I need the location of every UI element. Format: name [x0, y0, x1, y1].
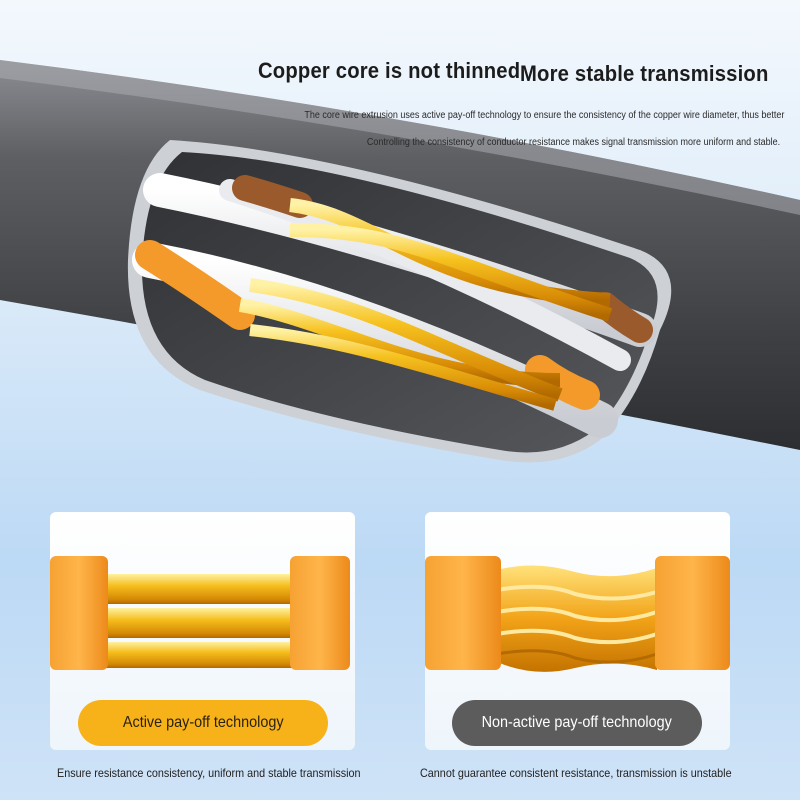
- non-active-payoff-label: Non-active pay-off technology: [452, 700, 702, 746]
- active-payoff-label: Active pay-off technology: [78, 700, 328, 746]
- uniform-conductor-illustration: [50, 556, 350, 670]
- non-active-payoff-caption: Cannot guarantee consistent resistance, …: [420, 766, 732, 780]
- description-line-2: Controlling the consistency of conductor…: [366, 137, 780, 148]
- description-line-1: The core wire extrusion uses active pay-…: [303, 110, 784, 121]
- active-payoff-caption: Ensure resistance consistency, uniform a…: [57, 766, 361, 780]
- headline-right: More stable transmission: [520, 61, 769, 86]
- headline-left: Copper core is not thinned: [258, 58, 521, 83]
- uneven-conductor-illustration: [425, 556, 730, 672]
- cable-cross-section-illustration: [0, 60, 800, 463]
